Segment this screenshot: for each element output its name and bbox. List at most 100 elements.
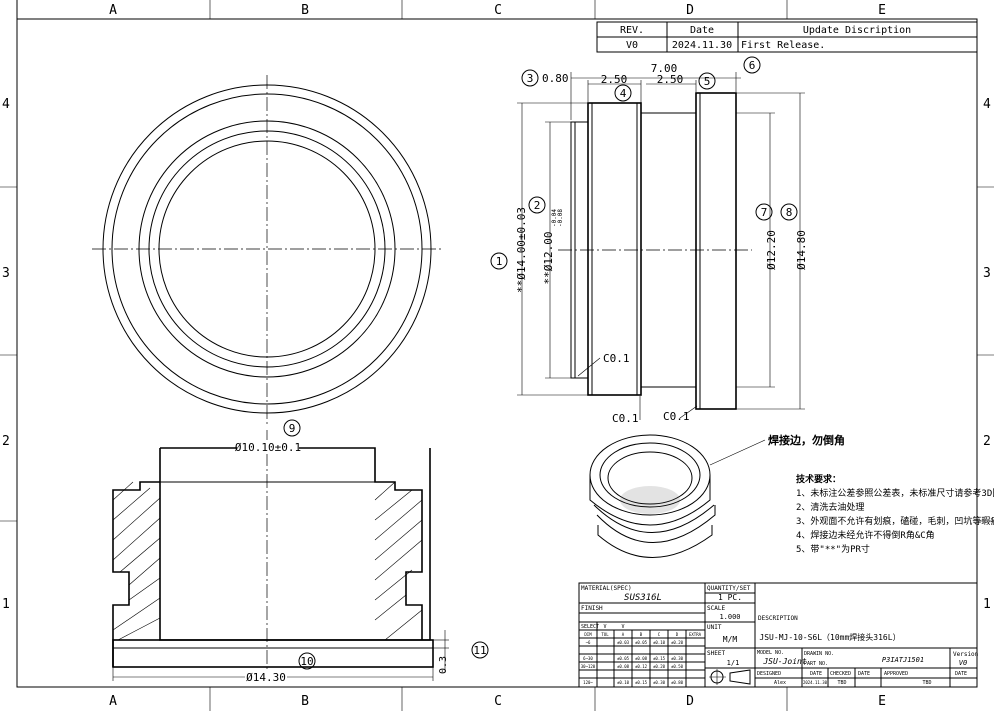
date-label-2: DATE [858,671,870,677]
tol-r2-dim: 6~30 [583,656,593,661]
date-label-3: DATE [955,671,967,677]
dim-section-bottom: Ø14.30 [246,671,286,684]
approved-label: APPROVED [884,671,908,677]
front-view [92,75,442,425]
tol-r2-c: ±0.15 [653,656,666,661]
balloon-9-label: 9 [289,422,296,435]
column-label-a-bottom: A [109,694,117,709]
section-view [112,430,449,681]
row-label-4-right: 4 [983,97,991,112]
unit-label: UNIT [707,624,722,631]
balloon-6-label: 6 [749,59,756,72]
tol-r3-a: ±0.08 [617,664,630,669]
tol-col-extra: EXTRA [689,632,702,637]
balloon-3: 3 [521,69,539,87]
finish-label: FINISH [581,605,603,612]
balloon-4-label: 4 [620,87,627,100]
tol-r4-c: ±0.30 [653,680,666,685]
tol-col-tol: TOL [601,632,609,637]
balloon-7-label: 7 [761,206,768,219]
revision-header-rev: REV. [620,25,644,36]
dim-step-a: 2.50 [601,73,628,86]
revision-cell-date: 2024.11.30 [672,40,732,51]
tol-r3-dim: 30~120 [581,664,596,669]
dim-od-right-large: Ø14.80 [795,230,808,270]
column-label-d-bottom: D [686,694,694,709]
balloon-1-label: 1 [496,255,503,268]
quantity-value: 1 PC. [718,593,742,602]
balloon-10: 10 [298,652,316,670]
iso-note: 焊接边，勿倒角 [768,433,845,447]
balloon-1: 1 [490,252,508,270]
tol-r2-d: ±0.30 [671,656,684,661]
checked-value: TBD [837,680,846,686]
scale-label: SCALE [707,605,725,612]
chamfer-label-right: C0.1 [663,410,690,423]
tol-r4-a: ±0.10 [617,680,630,685]
tol-r4-dim: 120~ [583,680,593,685]
row-label-2-right: 2 [983,434,991,449]
column-label-c-bottom: C [494,694,502,709]
revision-table [596,21,978,53]
dim-id-tol-upper: -0.04 [551,209,558,227]
tol-r1-c: ±0.10 [653,640,666,645]
dim-section-height: 0.3 [438,656,449,674]
revision-cell-description: First Release. [741,40,825,51]
revision-header-date: Date [690,25,714,36]
scale-value: 1.000 [719,613,740,621]
part-no-value: P3IATJ1501 [882,656,924,664]
tech-note-1: 1、未标注公差参照公差表，未标准尺寸请参考3D图档 [796,487,994,499]
revision-header-description: Update Discription [803,25,911,36]
designed-label: DESIGNED [757,671,781,677]
title-block [578,582,978,688]
chamfer-label-inner: C0.1 [603,352,630,365]
tol-col-b: B [640,632,643,637]
sheet-value: 1/1 [727,659,740,667]
dim-id-main: **Ø12.00 [542,232,555,285]
description-value: JSU-MJ-10-S6L（10mm焊接头316L） [759,632,900,642]
column-label-a: A [109,3,117,18]
tol-col-dim: DIM [584,632,592,637]
tol-v2: V [621,624,624,630]
tol-col-a: A [622,632,625,637]
balloon-6: 6 [743,56,761,74]
balloon-5-label: 5 [704,75,711,88]
designed-value: Alex [774,680,786,686]
chamfer-label-bottom: C0.1 [612,412,639,425]
tol-r1-b: ±0.05 [635,640,648,645]
tol-col-c: C [658,632,661,637]
material-value: SUS316L [624,593,662,603]
revision-cell-rev: V0 [626,40,638,51]
dim-total-length: 7.00 [651,62,678,75]
tol-r4-d: ±0.80 [671,680,684,685]
column-label-e-bottom: E [878,694,886,709]
unit-value: M/M [723,635,738,644]
version-value: V0 [959,659,967,667]
model-label: MODEL NO. [757,650,784,656]
dim-od-right-small: Ø12.20 [765,230,778,270]
dim-step-b: 2.50 [657,73,684,86]
dim-section-top: Ø10.10±0.1 [235,441,301,454]
checked-label: CHECKED [830,671,851,677]
approved-value: TBD [922,680,931,686]
model-value: JSU-Joint [762,657,807,666]
row-label-3-right: 3 [983,266,991,281]
balloon-8-label: 8 [786,206,793,219]
dim-id-tol-lower: -0.08 [557,209,564,227]
row-label-1: 1 [2,597,10,612]
tol-r1-d: ±0.20 [671,640,684,645]
balloon-2-label: 2 [534,199,541,212]
column-label-b: B [301,3,309,18]
row-label-3: 3 [2,266,10,281]
sheet-label: SHEET [707,650,725,657]
tech-note-5: 5、带"**"为PR寸 [796,543,870,555]
part-no-label: PART NO. [804,661,828,667]
row-label-1-right: 1 [983,597,991,612]
tol-r1-dim: ~6 [586,640,591,645]
balloon-10-label: 10 [300,655,313,668]
tol-r4-b: ±0.15 [635,680,648,685]
material-label: MATERIAL(SPEC) [581,585,632,592]
tol-r2-b: ±0.08 [635,656,648,661]
date-label: DATE [810,671,822,677]
